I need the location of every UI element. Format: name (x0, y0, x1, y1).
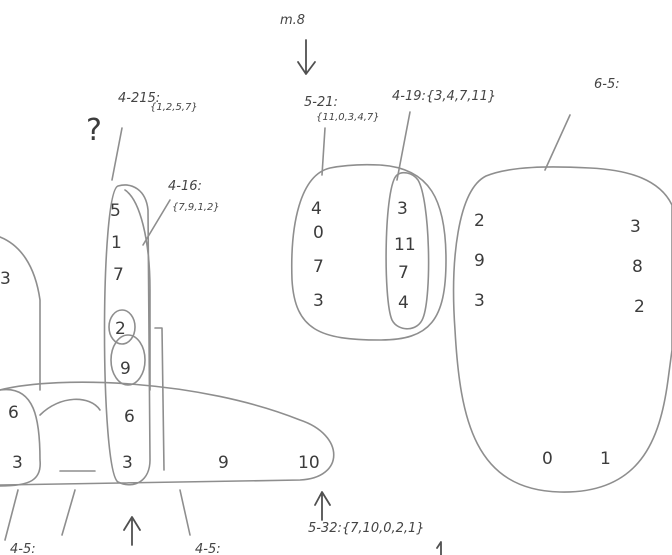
column-digit: 5 (110, 201, 121, 221)
set-4-19-digit: 3 (397, 199, 408, 219)
row-digit: 6 (8, 403, 19, 423)
leader-line-mid (179, 489, 191, 536)
leader-line-left (4, 489, 19, 541)
vertical-column-enclosure (103, 184, 151, 486)
column-digit: 7 (113, 265, 124, 285)
label-5-21: 5-21: (304, 95, 338, 110)
row-digit: 9 (218, 453, 229, 473)
big-set-digit: 0 (542, 449, 553, 469)
leader-line-4-215 (111, 127, 123, 181)
annotation-m8: m.8 (280, 13, 305, 28)
set-5-21-digit: 3 (313, 291, 324, 311)
left-pair-enclosure (0, 388, 41, 487)
circled-2 (108, 309, 136, 345)
label-bottom-mid: 4-5: (195, 542, 221, 555)
set-5-21-digit: 4 (311, 199, 322, 219)
row-digit: 6 (124, 407, 135, 427)
label-4-215: 4-215: (118, 91, 160, 106)
leader-line-5-21 (321, 127, 326, 176)
set-5-21-digit: 0 (313, 223, 324, 243)
left-edge-digit: 3 (0, 269, 11, 289)
big-set-digit: 9 (474, 251, 485, 271)
down-arrow-icon (297, 39, 316, 75)
oval-2-9 (110, 334, 146, 386)
label-6-5: 6-5: (594, 77, 620, 92)
leader-line-6-5 (544, 114, 571, 171)
set-5-21-enclosure (290, 163, 447, 341)
big-set-digit: 1 (600, 449, 611, 469)
set-5-21-digit: 7 (313, 257, 324, 277)
horizontal-row-enclosure (0, 381, 335, 486)
connector-curve (39, 398, 101, 416)
row-digit: 3 (12, 453, 23, 473)
inner-column-stroke (124, 189, 151, 391)
column-digit: 9 (120, 359, 131, 379)
column-digit: 2 (115, 319, 126, 339)
row-digit: 3 (122, 453, 133, 473)
set-6-5-enclosure (452, 166, 672, 493)
up-arrow-icon (123, 516, 141, 546)
big-set-digit: 2 (474, 211, 485, 231)
big-set-digit: 2 (634, 297, 645, 317)
left-partial-enclosure (0, 236, 41, 391)
label-4-19: 4-19:{3,4,7,11} (392, 89, 496, 104)
up-arrow-icon (314, 491, 331, 521)
side-bracket (154, 327, 165, 471)
big-set-digit: 3 (630, 217, 641, 237)
row-digit: 10 (298, 453, 320, 473)
set-4-19-digit: 4 (398, 293, 409, 313)
set-4-19-enclosure (385, 171, 430, 330)
label-4-215-members: {1,2,5,7} (150, 102, 198, 113)
bottom-tick (436, 541, 442, 555)
label-bottom-left: 4-5: (10, 542, 36, 555)
column-digit: 1 (111, 233, 122, 253)
label-4-16-members: {7,9,1,2} (172, 202, 220, 213)
big-set-digit: 3 (474, 291, 485, 311)
leader-line-left-2 (61, 489, 76, 536)
question-mark: ? (86, 113, 102, 148)
label-5-32: 5-32:{7,10,0,2,1} (308, 521, 425, 536)
label-5-21-members: {11,0,3,4,7} (316, 112, 380, 123)
label-4-16: 4-16: (168, 179, 202, 194)
set-4-19-digit: 7 (398, 263, 409, 283)
set-4-19-digit: 11 (394, 235, 416, 255)
big-set-digit: 8 (632, 257, 643, 277)
